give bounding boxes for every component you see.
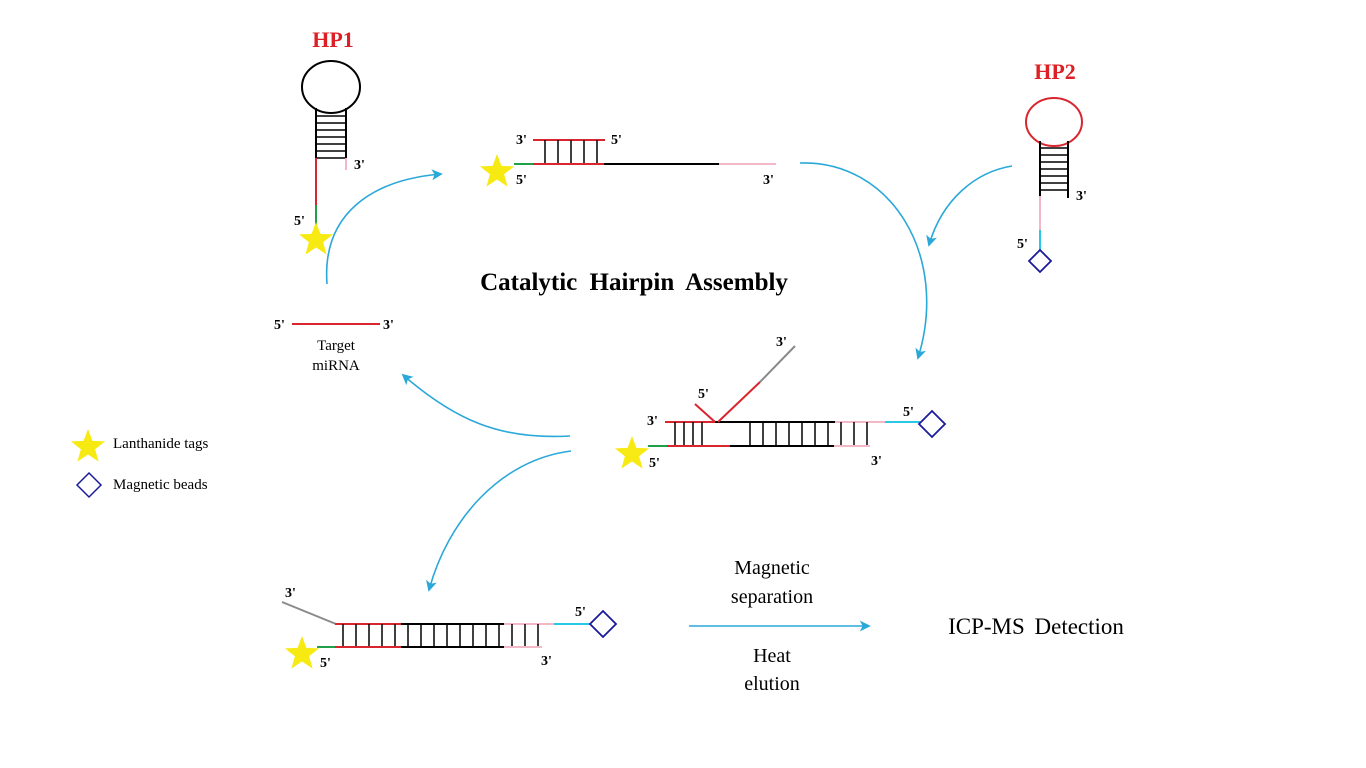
- hp1-5prime: 5': [294, 214, 305, 229]
- complex3-3prime-left: 3': [285, 586, 296, 601]
- heat-elution-line2: elution: [744, 673, 800, 695]
- complex2-3prime-right: 3': [871, 454, 882, 469]
- curved-arrow-icon: [426, 450, 572, 592]
- diamond-icon: [1027, 248, 1053, 274]
- diamond-icon: [75, 471, 103, 499]
- target-label-line1: Target: [317, 338, 356, 354]
- icp-ms-detection-label: ICP-MS Detection: [948, 614, 1124, 639]
- reaction-arrows: [325, 162, 1013, 632]
- magnetic-separation-line1: Magnetic: [734, 557, 810, 579]
- hp1-3prime: 3': [354, 158, 365, 173]
- complex2-flap-red: [694, 403, 716, 423]
- complex2-5prime-left: 5': [649, 456, 660, 471]
- legend: Lanthanide tags Magnetic beads: [70, 429, 209, 499]
- curved-arrow-icon: [401, 373, 571, 438]
- complex3-base-pairs: [342, 624, 539, 647]
- complex2-flap-5prime: 5': [698, 387, 709, 402]
- star-icon: [614, 436, 650, 469]
- target-mirna: 5' 3' Target miRNA: [274, 318, 394, 374]
- hp2-base-pairs: [1040, 147, 1068, 191]
- complex1-3prime-top: 3': [516, 133, 527, 148]
- star-icon: [298, 222, 334, 255]
- curved-arrow-icon: [799, 162, 928, 360]
- diamond-icon: [588, 609, 618, 639]
- legend-lanthanide-label: Lanthanide tags: [113, 436, 209, 452]
- complex1-5prime-bottom: 5': [516, 173, 527, 188]
- hp1-loop: [301, 60, 361, 114]
- complex3-gray-overhang: [281, 601, 337, 625]
- target-3prime: 3': [383, 318, 394, 333]
- complex2-branch-gray: [759, 345, 796, 383]
- hp1-label: HP1: [312, 27, 354, 52]
- hp2-5prime: 5': [1017, 237, 1028, 252]
- diagram-title: Catalytic Hairpin Assembly: [480, 269, 788, 296]
- hp2-hairpin: HP2 3' 5': [1017, 59, 1087, 274]
- complex1-5prime-top: 5': [611, 133, 622, 148]
- hp1-hairpin: HP1 3' 5': [294, 27, 365, 255]
- complex2-base-pairs: [674, 422, 868, 446]
- target-hp1-complex: 3' 5' 5' 3': [479, 133, 776, 188]
- star-icon: [479, 154, 515, 187]
- star-icon: [284, 636, 320, 669]
- target-5prime: 5': [274, 318, 285, 333]
- complex2-branch-red: [717, 381, 761, 423]
- legend-magnetic-label: Magnetic beads: [113, 477, 208, 493]
- complex3-3prime-right: 3': [541, 654, 552, 669]
- hp1-base-pairs: [316, 115, 346, 159]
- complex3-5prime-right: 5': [575, 605, 586, 620]
- complex1-3prime-bottom: 3': [763, 173, 774, 188]
- curved-arrow-icon: [926, 165, 1013, 247]
- hp1-hp2-duplex: 3' 5' 5' 3': [281, 586, 618, 671]
- hp2-loop: [1025, 97, 1083, 147]
- curved-arrow-icon: [325, 169, 443, 285]
- magnetic-separation-line2: separation: [731, 586, 813, 608]
- complex1-base-pairs: [544, 140, 598, 164]
- complex3-5prime-left: 5': [320, 656, 331, 671]
- diamond-icon: [917, 409, 947, 439]
- complex2-5prime-right: 5': [903, 405, 914, 420]
- hp2-label: HP2: [1034, 59, 1076, 84]
- hp2-3prime: 3': [1076, 189, 1087, 204]
- complex2-3prime-left: 3': [647, 414, 658, 429]
- target-label-line2: miRNA: [312, 358, 360, 374]
- heat-elution-line1: Heat: [753, 645, 791, 667]
- complex2-branch-3prime: 3': [776, 335, 787, 350]
- ternary-complex: 3' 5' 3' 5' 5' 3': [614, 335, 947, 471]
- star-icon: [70, 429, 106, 462]
